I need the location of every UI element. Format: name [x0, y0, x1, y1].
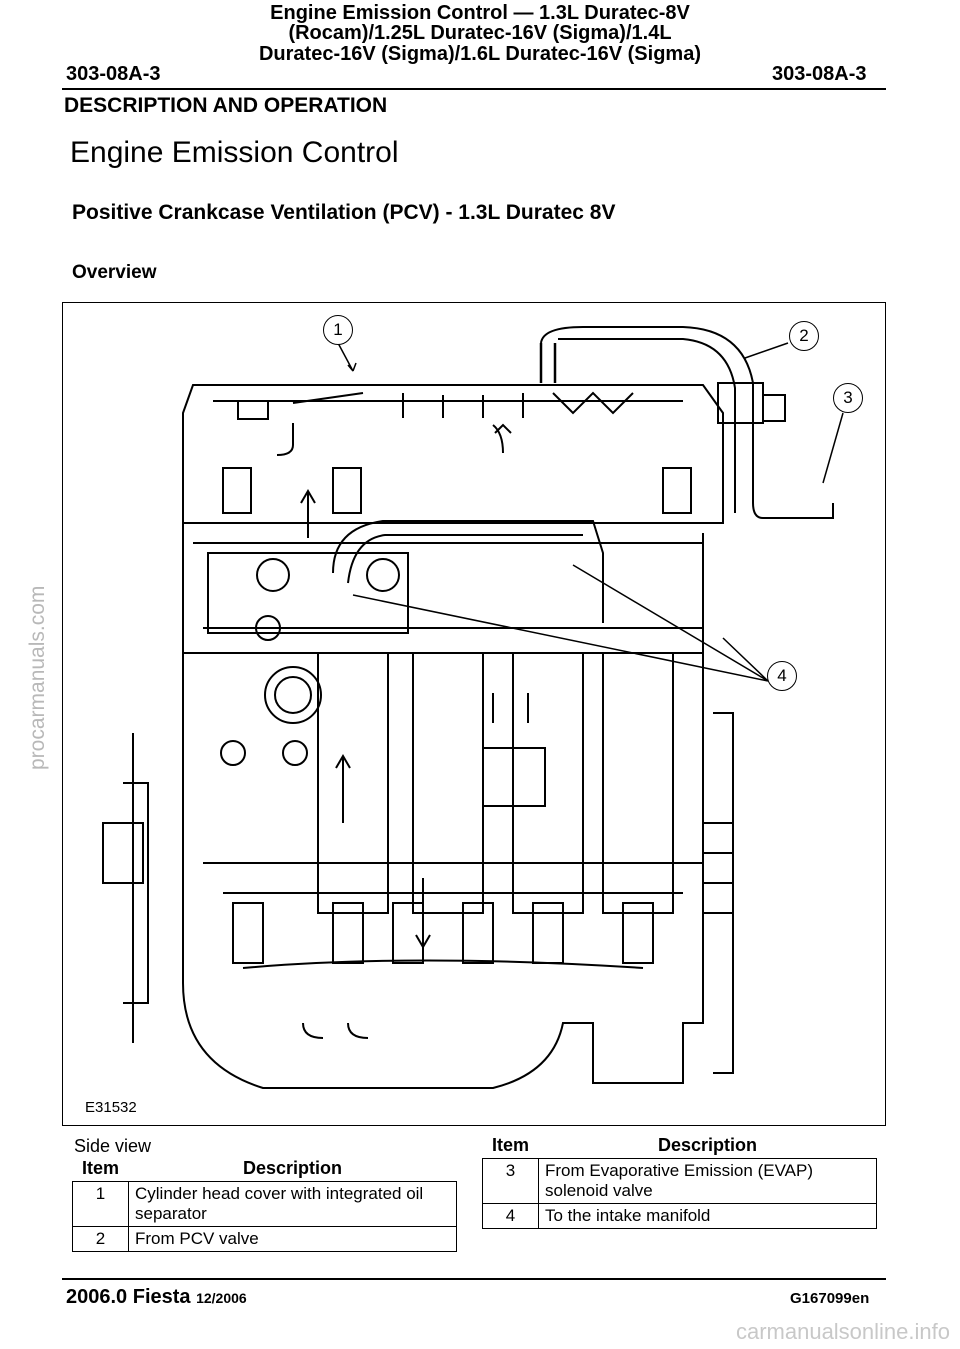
legend-item-number: 2 — [72, 1226, 129, 1252]
legend-item-description: From PCV valve — [128, 1226, 457, 1252]
footer-doc-code: G167099en — [790, 1290, 870, 1307]
figure-id: E31532 — [85, 1099, 137, 1116]
subtitle: Positive Crankcase Ventilation (PCV) - 1… — [72, 201, 616, 224]
legend-item-description: To the intake manifold — [538, 1203, 877, 1229]
overview-heading: Overview — [72, 262, 157, 283]
legend-table-right: Item Description 3 From Evaporative Emis… — [482, 1133, 877, 1229]
callout-1: 1 — [323, 315, 353, 345]
table-row: 3 From Evaporative Emission (EVAP) solen… — [482, 1158, 877, 1204]
legend-right-item-header: Item — [491, 1135, 529, 1155]
legend-item-number: 4 — [482, 1203, 539, 1229]
legend-item-number: 3 — [482, 1158, 539, 1204]
footer-rule — [62, 1278, 886, 1280]
header-code-left: 303-08A-3 — [66, 63, 161, 85]
section-heading: DESCRIPTION AND OPERATION — [64, 94, 388, 117]
callout-3: 3 — [833, 383, 863, 413]
footer-model: 2006.0 Fiesta 12/2006 — [66, 1286, 247, 1309]
callout-4: 4 — [767, 661, 797, 691]
table-row: 1 Cylinder head cover with integrated oi… — [72, 1181, 457, 1227]
engine-illustration — [102, 326, 844, 1089]
legend-right-description-header: Description — [657, 1135, 758, 1155]
engine-figure: 1 2 3 4 E31532 — [62, 302, 886, 1126]
page-title: Engine Emission Control — [70, 136, 399, 169]
legend-table-left: Item Description 1 Cylinder head cover w… — [72, 1156, 457, 1252]
bottom-watermark: carmanualsonline.info — [735, 1319, 950, 1344]
legend-left-item-header: Item — [81, 1158, 119, 1178]
legend-item-number: 1 — [72, 1181, 129, 1227]
legend-item-description: From Evaporative Emission (EVAP) solenoi… — [538, 1158, 877, 1204]
header-title-line-2: (Rocam)/1.25L Duratec-16V (Sigma)/1.4L — [288, 22, 672, 44]
header-title-line-3: Duratec-16V (Sigma)/1.6L Duratec-16V (Si… — [258, 43, 701, 65]
table-row: 4 To the intake manifold — [482, 1203, 877, 1229]
figure-caption: Side view — [74, 1136, 152, 1156]
header-rule — [62, 88, 886, 90]
callout-2: 2 — [789, 321, 819, 351]
legend-item-description: Cylinder head cover with integrated oil … — [128, 1181, 457, 1227]
footer-date: 12/2006 — [196, 1290, 247, 1306]
side-watermark: procarmanuals.com — [26, 585, 49, 770]
table-row: 2 From PCV valve — [72, 1226, 457, 1252]
header-title-line-1: Engine Emission Control — 1.3L Duratec-8… — [270, 2, 690, 24]
header-code-right: 303-08A-3 — [772, 63, 867, 85]
footer-model-text: 2006.0 Fiesta — [66, 1286, 191, 1308]
legend-left-description-header: Description — [242, 1158, 343, 1178]
